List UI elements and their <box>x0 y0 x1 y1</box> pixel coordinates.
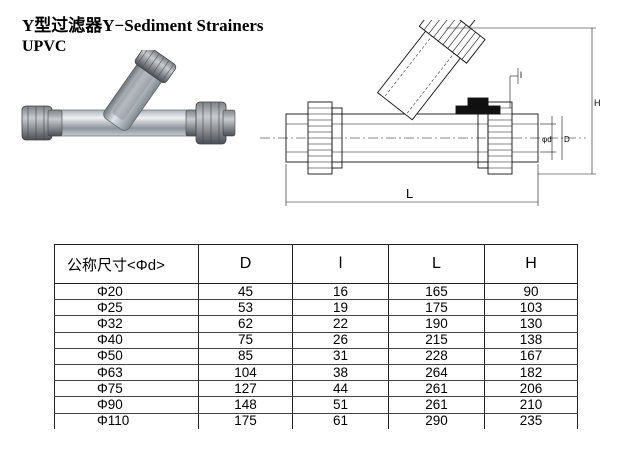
header-L: L <box>388 244 485 284</box>
strainer-photo <box>21 50 236 145</box>
cell-D: 148 <box>198 396 293 414</box>
cell-l: 26 <box>292 332 389 349</box>
table-row: Φ75 127 44 261 206 <box>54 380 578 398</box>
cell-l: 16 <box>292 283 389 301</box>
header-D: D <box>198 244 293 284</box>
cell-L: 215 <box>388 332 485 349</box>
cell-L: 264 <box>388 364 485 382</box>
cell-D: 104 <box>198 364 293 382</box>
cell-size: Φ90 <box>54 396 199 414</box>
cell-L: 290 <box>388 413 485 429</box>
cell-size: Φ20 <box>54 283 199 301</box>
cell-l: 31 <box>292 348 389 365</box>
cell-l: 61 <box>292 413 389 429</box>
cell-H: 167 <box>484 348 578 365</box>
cell-H: 206 <box>484 380 578 398</box>
cell-l: 51 <box>292 396 389 414</box>
table-row: Φ20 45 16 165 90 <box>54 283 578 301</box>
dim-h: H <box>594 98 601 108</box>
cell-L: 175 <box>388 299 485 317</box>
cell-size: Φ110 <box>54 413 199 429</box>
cell-H: 210 <box>484 396 578 414</box>
dim-phid: φd <box>542 135 552 144</box>
cell-H: 138 <box>484 332 578 349</box>
cell-D: 175 <box>198 413 293 429</box>
table-row: Φ63 104 38 264 182 <box>54 364 578 382</box>
cell-L: 190 <box>388 315 485 333</box>
cell-L: 165 <box>388 283 485 301</box>
cell-D: 127 <box>198 380 293 398</box>
cell-l: 38 <box>292 364 389 382</box>
cell-D: 75 <box>198 332 293 349</box>
cell-H: 182 <box>484 364 578 382</box>
page-title: Y型过滤器Y−Sediment Strainers <box>22 16 264 35</box>
dim-d: D <box>564 135 570 144</box>
cell-H: 103 <box>484 299 578 317</box>
cell-D: 45 <box>198 283 293 301</box>
cell-l: 44 <box>292 380 389 398</box>
cell-L: 228 <box>388 348 485 365</box>
table-row: Φ110 175 61 290 235 <box>54 413 578 429</box>
table-row: Φ50 85 31 228 167 <box>54 348 578 365</box>
cell-size: Φ25 <box>54 299 199 317</box>
cell-size: Φ50 <box>54 348 199 365</box>
table-row: Φ25 53 19 175 103 <box>54 299 578 317</box>
cell-l: 19 <box>292 299 389 317</box>
cell-size: Φ32 <box>54 315 199 333</box>
dim-l-small: l <box>520 70 522 80</box>
technical-drawing: l H φd D L <box>260 20 601 206</box>
table-row: Φ32 62 22 190 130 <box>54 315 578 333</box>
material-subtitle: UPVC <box>22 38 67 55</box>
cell-H: 130 <box>484 315 578 333</box>
cell-size: Φ63 <box>54 364 199 382</box>
cell-L: 261 <box>388 380 485 398</box>
cell-D: 85 <box>198 348 293 365</box>
header-H: H <box>484 244 578 284</box>
cell-L: 261 <box>388 396 485 414</box>
table-row: Φ90 148 51 261 210 <box>54 396 578 414</box>
cell-size: Φ75 <box>54 380 199 398</box>
table-row: Φ40 75 26 215 138 <box>54 332 578 349</box>
table-header-row: 公称尺寸<Φd> D l L H <box>54 244 578 284</box>
cell-size: Φ40 <box>54 332 199 349</box>
cell-D: 53 <box>198 299 293 317</box>
dim-L: L <box>406 186 413 201</box>
header-l: l <box>292 244 389 284</box>
cell-H: 235 <box>484 413 578 429</box>
dimensions-table: 公称尺寸<Φd> D l L H Φ20 45 16 165 90 Φ25 53… <box>54 244 578 429</box>
cell-H: 90 <box>484 283 578 301</box>
cell-l: 22 <box>292 315 389 333</box>
cell-D: 62 <box>198 315 293 333</box>
header-nominal-size: 公称尺寸<Φd> <box>54 244 199 284</box>
